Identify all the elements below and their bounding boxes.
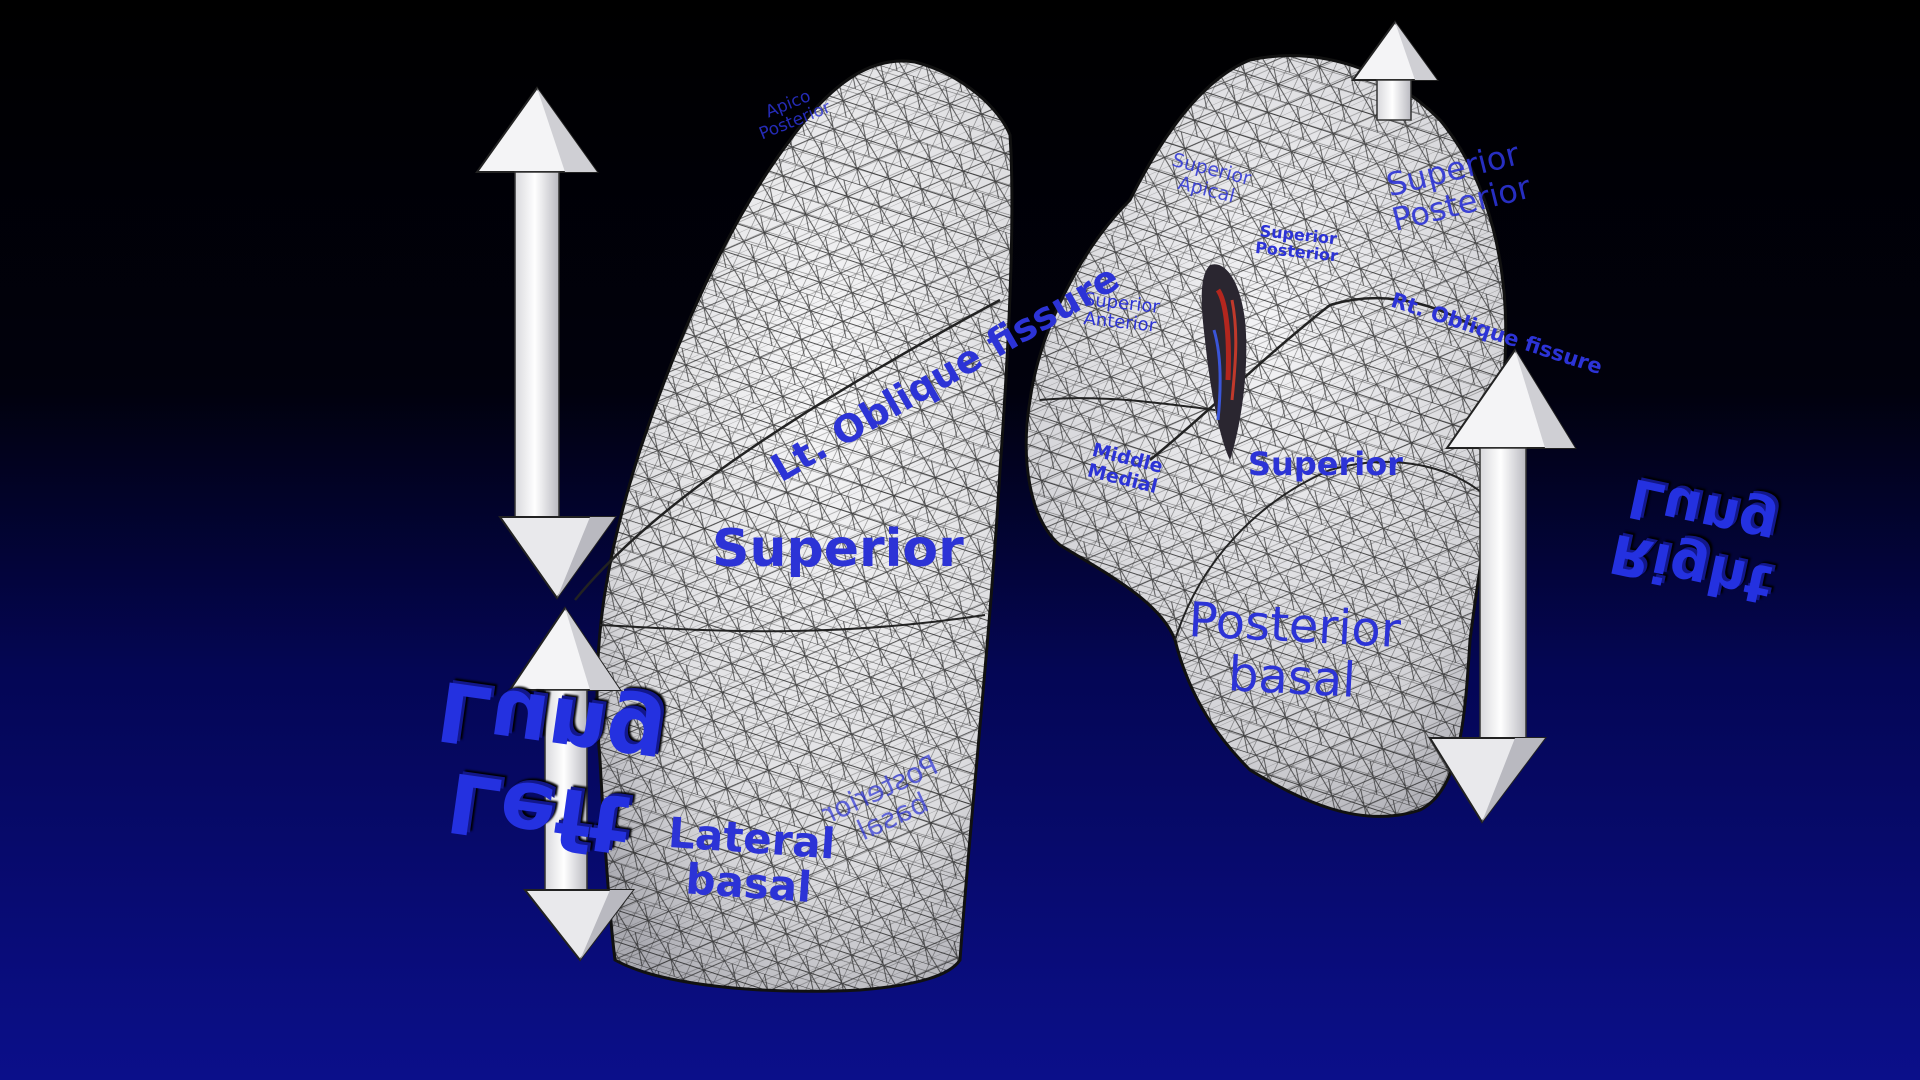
up-down-arrow-icon xyxy=(1351,20,1439,121)
label-left-superior: Superior xyxy=(712,519,964,579)
label-right-superior-anterior: Superior Anterior xyxy=(1082,289,1161,337)
right-lung-model xyxy=(1024,54,1508,818)
label-right-posterior-basal: Posterior basal xyxy=(1187,592,1403,709)
up-down-arrow-icon xyxy=(508,606,636,962)
label-left-lateral-basal: Lateral basal xyxy=(666,808,837,913)
label-left-lung: Left Lung xyxy=(431,662,671,873)
label-right-superior: Superior xyxy=(1248,445,1403,483)
up-down-arrow-icon xyxy=(1428,348,1577,824)
left-lung-model xyxy=(574,59,1014,993)
up-down-arrow-icon xyxy=(475,86,617,600)
